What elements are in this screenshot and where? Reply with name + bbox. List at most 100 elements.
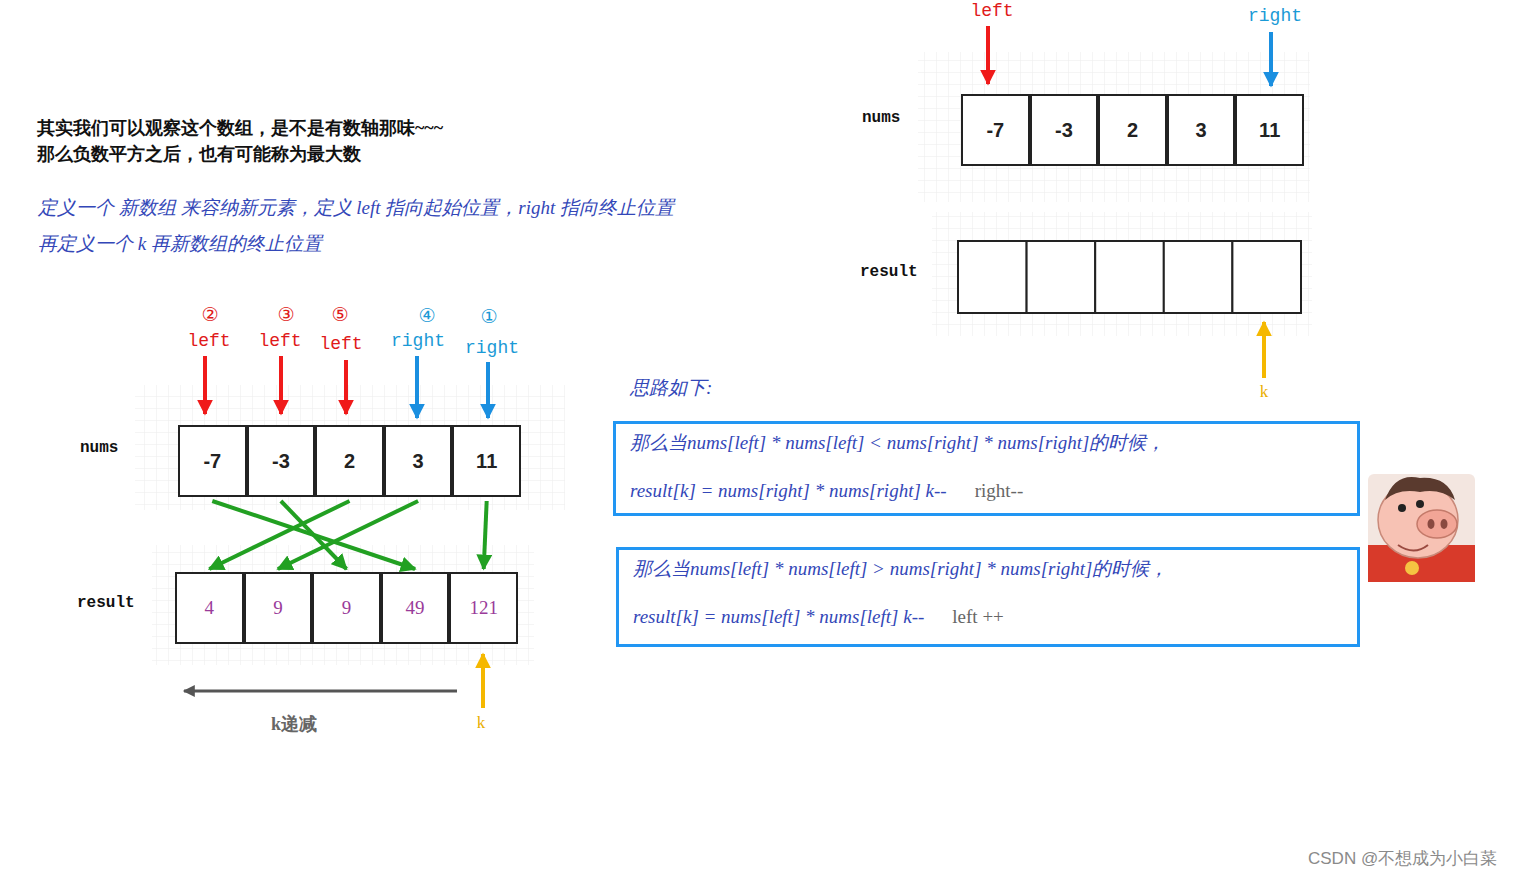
rule-box: 那么当nums[left] * nums[left] < nums[right]…: [613, 421, 1360, 516]
result-cell: 4: [175, 572, 244, 644]
pig-sticker: [1416, 500, 1424, 508]
empty-result-array: [1232, 241, 1301, 313]
pointer-arrows: [279, 356, 283, 414]
pointer-arrows: [344, 360, 348, 414]
cell-value: 9: [273, 597, 283, 619]
pig-sticker: [1368, 474, 1475, 582]
action-row: result[k] = nums[left] * nums[left] k-- l…: [633, 604, 1343, 630]
action-text: result[k] = nums[right] * nums[right] k-…: [630, 480, 947, 501]
array-cell: -7: [961, 94, 1030, 166]
array-name: nums: [80, 439, 118, 457]
array-cell: 3: [1167, 94, 1236, 166]
grid-background: [135, 385, 565, 510]
intro-text: 那么负数平方之后，也有可能称为最大数: [37, 142, 361, 166]
cell-value: 3: [413, 450, 424, 473]
mapping-arrow: [278, 501, 418, 569]
array-name: nums: [862, 109, 900, 127]
pointer-label: left: [970, 1, 1013, 21]
pointer-step: left ++: [952, 606, 1004, 627]
condition-text: 那么当nums[left] * nums[left] < nums[right]…: [630, 432, 1165, 453]
callout-number: ⑤: [331, 303, 348, 325]
pointer-arrows: [986, 26, 990, 84]
array-name: result: [860, 263, 918, 281]
direction-label: k递减: [271, 712, 317, 736]
note-text: 再定义一个 k 再新数组的终止位置: [38, 231, 322, 257]
pig-sticker: [1398, 504, 1406, 512]
pointer-arrows: [481, 654, 485, 708]
action-row: result[k] = nums[right] * nums[right] k-…: [630, 478, 1343, 504]
mapping-arrow: [212, 501, 415, 569]
pig-sticker: [1441, 519, 1448, 529]
pig-sticker: [1398, 545, 1428, 551]
section-heading: 思路如下:: [630, 375, 712, 401]
pointer-label: left: [258, 331, 301, 351]
pointer-arrows: [184, 690, 457, 693]
pointer-label: right: [465, 338, 519, 358]
cell-value: -7: [203, 450, 221, 473]
condition-text: 那么当nums[left] * nums[left] > nums[right]…: [633, 558, 1168, 579]
callout-number: ①: [480, 305, 497, 327]
callout-number: ④: [418, 304, 435, 326]
empty-result-array: [958, 241, 1027, 313]
pointer-arrows: [1269, 32, 1273, 86]
cell-value: 2: [344, 450, 355, 473]
empty-result-array: [1095, 241, 1164, 313]
pig-sticker: [1385, 477, 1455, 500]
cell-value: -3: [1055, 119, 1073, 142]
pointer-label: right: [1248, 6, 1302, 26]
cell-value: 11: [1259, 119, 1280, 142]
array-cell: 2: [315, 425, 384, 497]
empty-result-array: [958, 241, 1301, 313]
cell-value: 11: [476, 450, 497, 473]
condition-text: 那么当nums[left] * nums[left] < nums[right]…: [630, 430, 1343, 456]
empty-result-array: [1027, 241, 1096, 313]
array-cell: 11: [452, 425, 521, 497]
result-cell: 121: [449, 572, 518, 644]
result-cell: 9: [312, 572, 381, 644]
result-cell: 9: [244, 572, 313, 644]
cell-value: 9: [342, 597, 352, 619]
pig-sticker: [1368, 474, 1475, 582]
cell-value: -7: [986, 119, 1004, 142]
result-cell: 49: [381, 572, 450, 644]
pointer-label: left: [187, 331, 230, 351]
pig-sticker: [1405, 561, 1419, 575]
pig-sticker: [1417, 510, 1457, 538]
grid-background: [932, 212, 1312, 336]
cell-value: 3: [1196, 119, 1207, 142]
callout-number: ③: [277, 303, 294, 325]
mapping-arrow: [209, 501, 349, 569]
pointer-label: left: [319, 334, 362, 354]
callout-number: ②: [201, 303, 218, 325]
mapping-arrow: [484, 501, 487, 569]
array-name: result: [77, 594, 135, 612]
pointer-label: k: [477, 713, 486, 733]
rule-box: 那么当nums[left] * nums[left] > nums[right]…: [616, 547, 1360, 647]
grid-background: [135, 52, 1312, 665]
pointer-arrows: [486, 362, 490, 418]
action-text: result[k] = nums[left] * nums[left] k--: [633, 606, 924, 627]
array-cell: 3: [384, 425, 453, 497]
pointer-label: right: [391, 331, 445, 351]
pointer-arrows: [203, 356, 207, 414]
array-cell: -3: [1030, 94, 1099, 166]
watermark: CSDN @不想成为小白菜: [1308, 847, 1497, 870]
array-cell: 11: [1235, 94, 1304, 166]
intro-text: 其实我们可以观察这个数组，是不是有数轴那味~~~: [37, 116, 443, 140]
array-cell: 2: [1098, 94, 1167, 166]
pointer-arrows: [415, 356, 419, 418]
empty-result-array: [1164, 241, 1233, 313]
cell-value: 121: [469, 597, 498, 619]
condition-text: 那么当nums[left] * nums[left] > nums[right]…: [633, 556, 1343, 582]
pointer-step: right--: [975, 480, 1024, 501]
cell-value: 49: [406, 597, 425, 619]
grid-background: [918, 52, 1310, 202]
cell-value: 4: [205, 597, 215, 619]
array-cell: -3: [247, 425, 316, 497]
cell-value: -3: [272, 450, 290, 473]
mapping-arrow: [281, 501, 347, 569]
note-text: 定义一个 新数组 来容纳新元素，定义 left 指向起始位置，right 指向终…: [38, 195, 674, 221]
pointer-label: k: [1260, 382, 1269, 402]
pig-sticker: [1428, 519, 1435, 529]
